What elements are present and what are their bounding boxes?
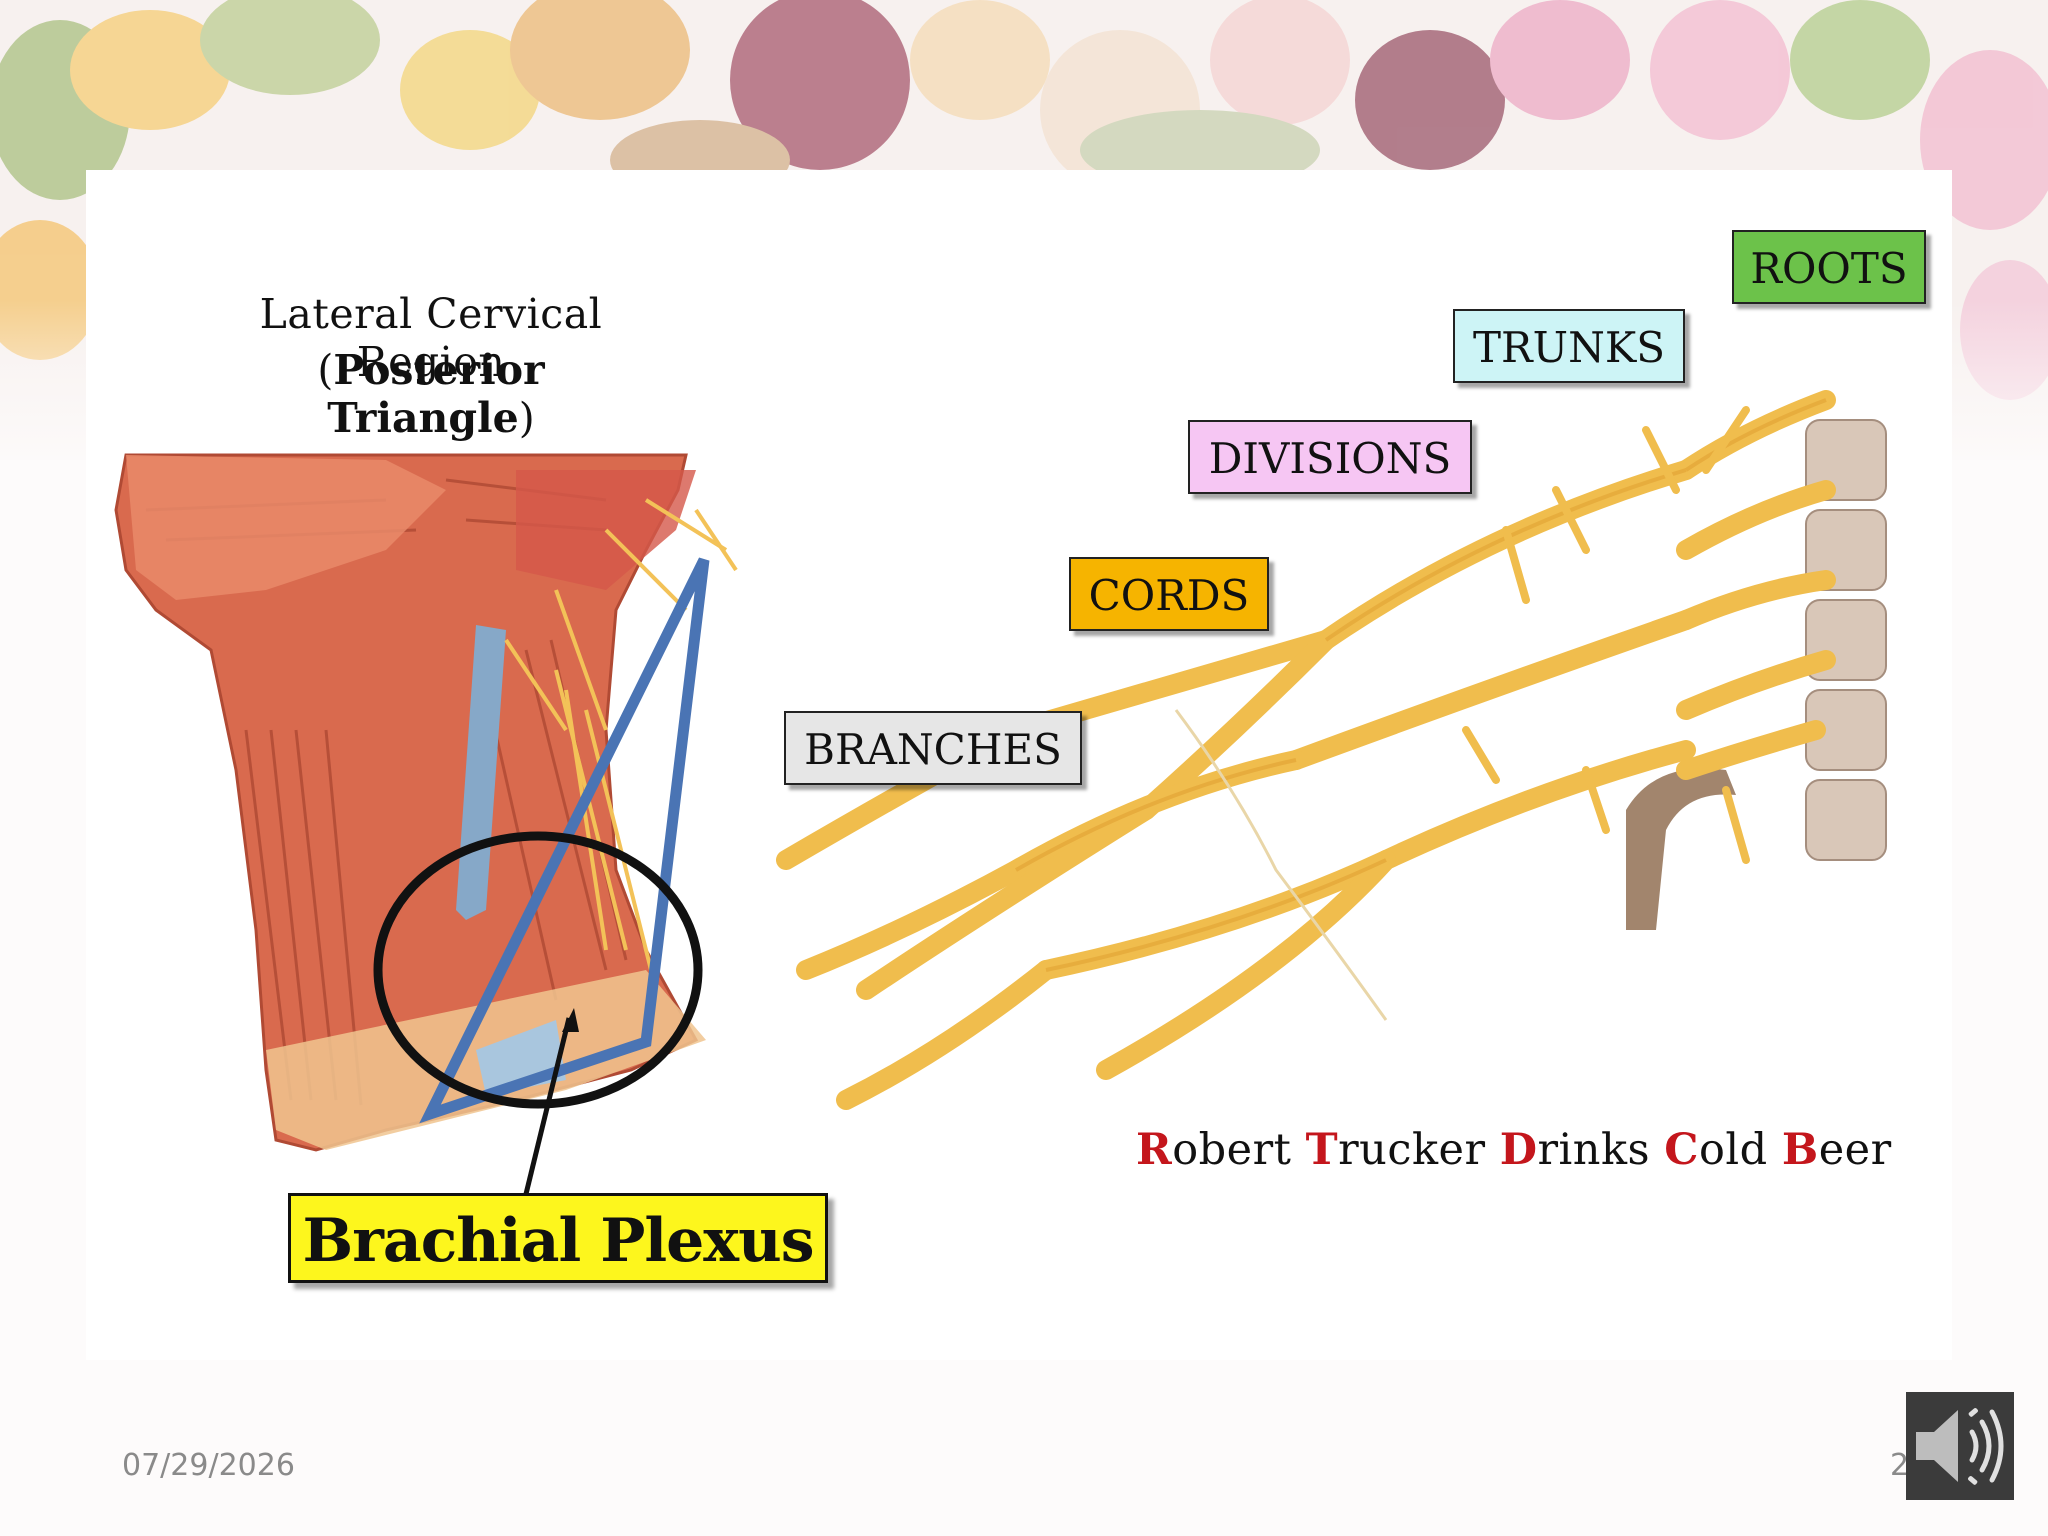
mnemonic-word-rest: rinks: [1537, 1125, 1665, 1175]
roots-tag: ROOTS: [1732, 230, 1926, 304]
mnemonic-initial-b: B: [1781, 1125, 1819, 1175]
neck-anatomy-figure: Lateral Cervical Region (Posterior Trian…: [86, 170, 1086, 1360]
slide-date: 07/29/2026: [122, 1448, 295, 1483]
mnemonic-word-rest: eer: [1818, 1125, 1892, 1175]
figure-title-line1: Lateral Cervical Region: [259, 290, 603, 386]
speaker-icon: [1916, 1408, 2004, 1485]
mnemonic-word-rest: rucker: [1338, 1125, 1500, 1175]
mnemonic-caption: Robert Trucker Drinks Cold Beer: [1136, 1125, 1891, 1175]
plexus-schematic-figure: ROOTS TRUNKS DIVISIONS CORDS BRANCHES Ro…: [86, 170, 1952, 1360]
title-paren-close: ): [518, 394, 535, 442]
audio-play-button[interactable]: [1906, 1392, 2014, 1500]
title-bold-text: Posterior Triangle: [327, 346, 545, 442]
mnemonic-initial-c: C: [1664, 1125, 1700, 1175]
title-paren-open: (: [317, 346, 334, 394]
brachial-plexus-nerves-illustration: [776, 390, 1887, 1110]
mnemonic-word-rest: old: [1699, 1125, 1782, 1175]
brachial-plexus-label: Brachial Plexus: [288, 1193, 828, 1283]
divisions-tag: DIVISIONS: [1188, 420, 1472, 494]
figure-title-line2: (Posterior Triangle): [241, 346, 621, 442]
cords-tag: CORDS: [1069, 557, 1269, 631]
content-panel: Lateral Cervical Region (Posterior Trian…: [86, 170, 1952, 1360]
mnemonic-initial-d: D: [1499, 1125, 1538, 1175]
mnemonic-initial-t: T: [1305, 1125, 1339, 1175]
mnemonic-word-rest: obert: [1172, 1125, 1306, 1175]
neck-dissection-illustration: [114, 453, 738, 1195]
mnemonic-initial-r: R: [1136, 1125, 1173, 1175]
branches-tag: BRANCHES: [784, 711, 1082, 785]
trunks-tag: TRUNKS: [1453, 309, 1685, 383]
slide-page-number: 2: [1890, 1448, 1910, 1483]
